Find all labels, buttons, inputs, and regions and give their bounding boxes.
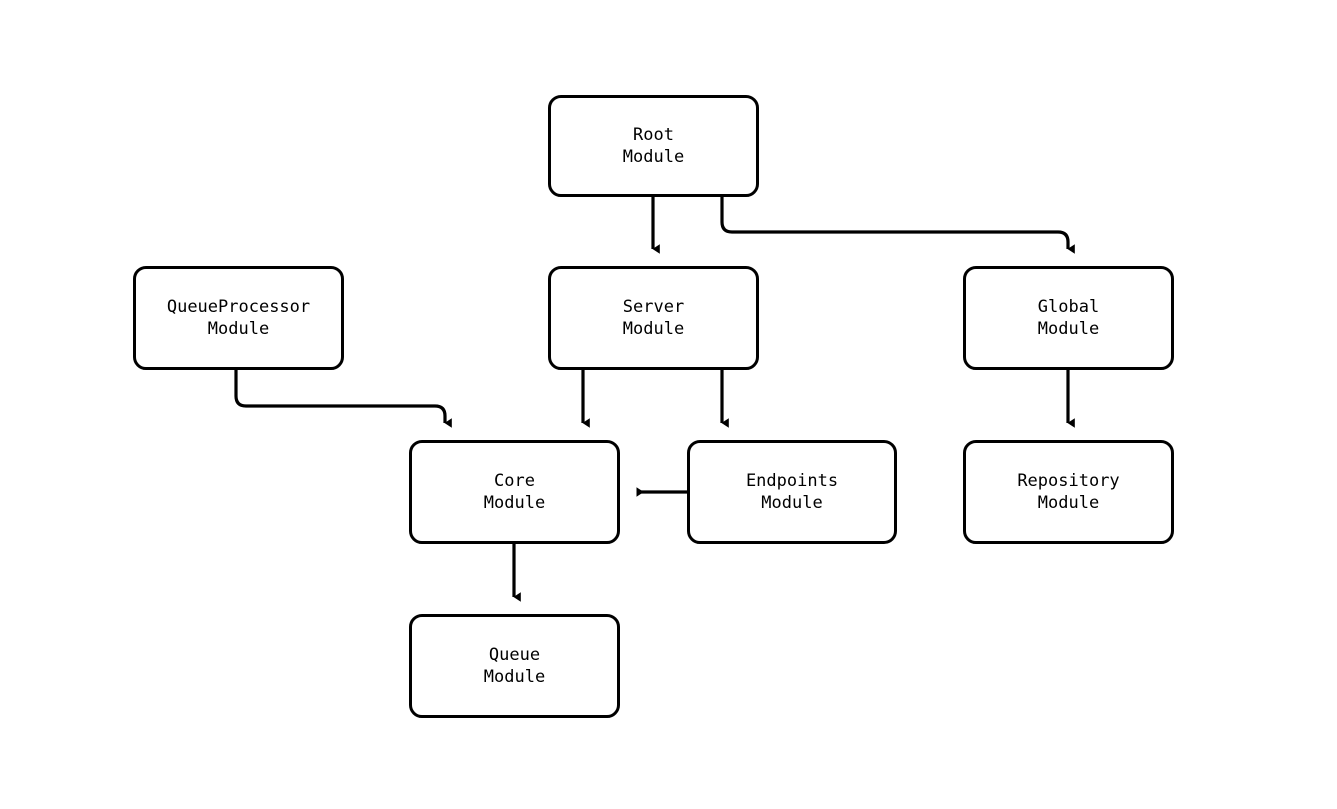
node-queue-line2: Module: [483, 667, 546, 687]
node-server[interactable]: Server Module: [548, 266, 759, 370]
node-server-line1: Server: [622, 297, 685, 317]
node-global[interactable]: Global Module: [963, 266, 1174, 370]
node-queue[interactable]: Queue Module: [409, 614, 620, 718]
node-endpoints-line1: Endpoints: [745, 471, 839, 491]
node-root-line2: Module: [622, 147, 685, 167]
edge-root-to-global: [720, 197, 1075, 254]
node-repository[interactable]: Repository Module: [963, 440, 1174, 544]
node-core-line2: Module: [483, 493, 546, 513]
node-endpoints-line2: Module: [761, 493, 823, 513]
node-endpoints[interactable]: Endpoints Module: [687, 440, 897, 544]
node-repository-line1: Repository: [1017, 471, 1120, 491]
node-queueprocessor-line1: QueueProcessor: [166, 297, 311, 317]
node-server-line2: Module: [622, 319, 685, 339]
node-repository-line2: Module: [1037, 493, 1100, 513]
node-core[interactable]: Core Module: [409, 440, 620, 544]
node-global-line1: Global: [1037, 297, 1100, 317]
node-root-line1: Root: [633, 125, 674, 145]
node-queueprocessor-line2: Module: [207, 319, 270, 339]
node-core-line1: Core: [494, 471, 535, 491]
node-queue-line1: Queue: [488, 645, 541, 665]
node-queueprocessor[interactable]: QueueProcessor Module: [133, 266, 344, 370]
edge-queueprocessor-to-core: [234, 370, 452, 428]
node-root[interactable]: Root Module: [548, 95, 759, 197]
node-global-line2: Module: [1037, 319, 1100, 339]
